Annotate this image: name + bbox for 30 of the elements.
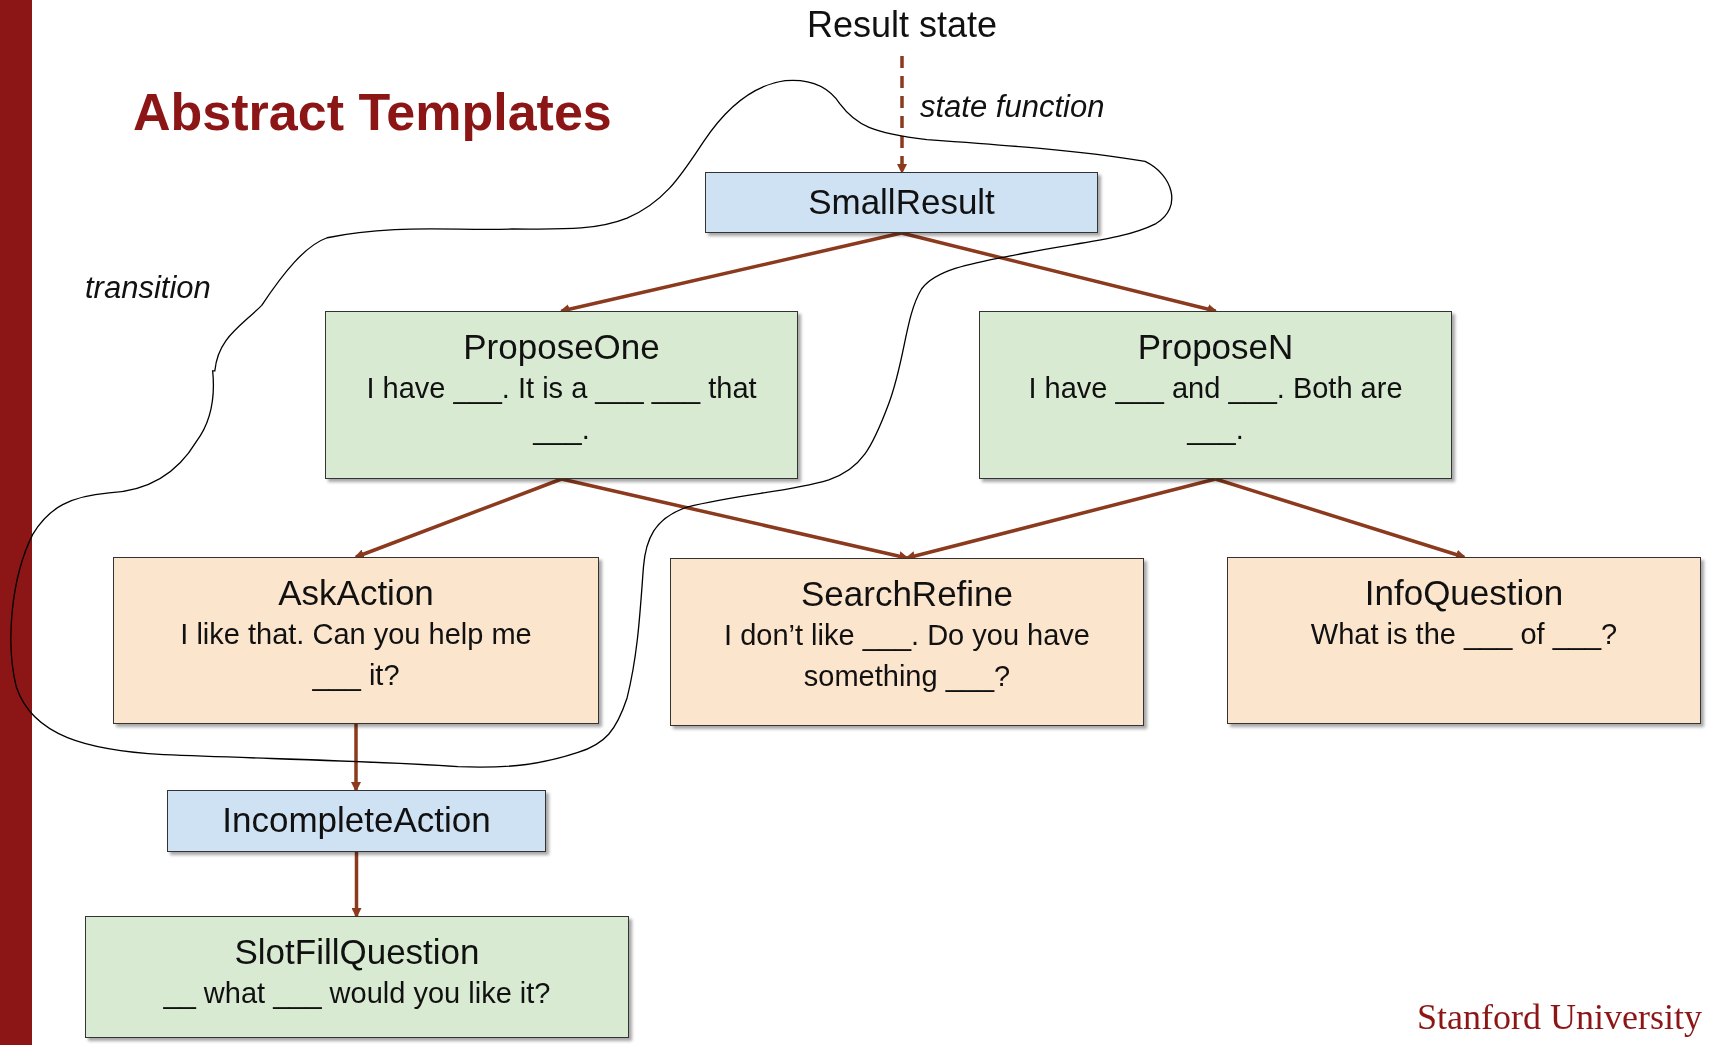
footer-text: Stanford University: [1417, 996, 1702, 1038]
arrow: [897, 56, 907, 174]
template-name: ProposeOne: [463, 326, 660, 368]
template-name: SearchRefine: [800, 573, 1014, 615]
arrow: [351, 852, 362, 918]
template-box: [85, 916, 629, 1038]
template-sentence: I have ___ and ___. Both are ___.: [1027, 371, 1404, 447]
template-box: [705, 172, 1098, 233]
template-box: [979, 311, 1452, 479]
template-sentence: I like that. Can you help me ___ it?: [179, 617, 533, 693]
arrow: [354, 477, 563, 559]
template-box: [325, 311, 798, 479]
template-sentence: __ what ___ would you like it?: [162, 976, 552, 1011]
template-sentence: I have ___. It is a ___ ___ that ___.: [365, 371, 758, 447]
template-name: SmallResult: [808, 181, 995, 223]
template-box: [113, 557, 599, 724]
template-name: InfoQuestion: [1364, 572, 1564, 614]
template-name: AskAction: [278, 572, 434, 614]
template-box: [1227, 557, 1701, 724]
template-name: IncompleteAction: [222, 799, 491, 841]
template-name: ProposeN: [1137, 326, 1294, 368]
template-name: SlotFillQuestion: [234, 931, 480, 973]
region-label: transition: [85, 270, 211, 306]
arrow: [351, 724, 361, 792]
template-sentence: I don’t like ___. Do you have something ___?: [723, 618, 1091, 694]
state-label: Result state: [790, 4, 1014, 50]
title: Abstract Templates: [133, 82, 612, 142]
template-sentence: What is the ___ of ___?: [1309, 617, 1619, 652]
template-box: [670, 558, 1144, 726]
template-box: [167, 790, 546, 852]
